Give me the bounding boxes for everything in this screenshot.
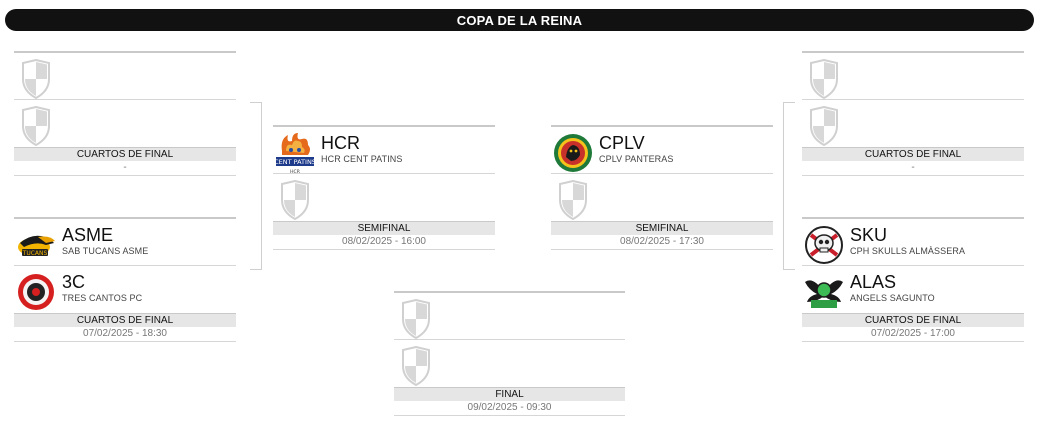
team-abbr: ALAS [850, 272, 897, 292]
match-stage-label: FINAL [394, 387, 625, 401]
team-name: CPH SKULLS ALMÀSSERA [850, 246, 966, 256]
team-slot[interactable]: ALAS ANGELS SAGUNTO [802, 265, 1024, 313]
match-date: 07/02/2025 - 17:00 [802, 327, 1024, 342]
placeholder-shield-icon [802, 57, 846, 101]
placeholder-shield-icon [14, 104, 58, 148]
tournament-title-bar: COPA DE LA REINA [5, 9, 1034, 31]
team-slot[interactable] [394, 291, 625, 339]
team-abbr: ASME [62, 225, 114, 245]
team-slot[interactable] [14, 99, 236, 147]
team-abbr: HCR [321, 133, 360, 153]
angels-logo-icon [802, 270, 846, 314]
placeholder-shield-icon [394, 344, 438, 388]
match-stage-label: CUARTOS DE FINAL [802, 313, 1024, 327]
team-name: SAB TUCANS ASME [62, 246, 149, 256]
team-name: HCR CENT PATINS [321, 154, 403, 164]
match-stage-label: CUARTOS DE FINAL [802, 147, 1024, 161]
team-slot[interactable] [802, 51, 1024, 99]
team-abbr: SKU [850, 225, 888, 245]
match-stage-label: SEMIFINAL [551, 221, 773, 235]
svg-text:TUCANS: TUCANS [22, 250, 48, 257]
tucans-logo-icon: TUCANS [14, 223, 58, 267]
team-name: ANGELS SAGUNTO [850, 293, 935, 303]
team-slot[interactable] [551, 173, 773, 221]
svg-text:CENT PATINS: CENT PATINS [274, 158, 316, 166]
match-date: 08/02/2025 - 17:30 [551, 235, 773, 250]
placeholder-shield-icon [14, 57, 58, 101]
match-right-qf-bottom[interactable]: SKU CPH SKULLS ALMÀSSERA ALAS ANGELS SAG… [802, 217, 1024, 342]
match-date: 08/02/2025 - 16:00 [273, 235, 495, 250]
team-slot[interactable]: CENT PATINS HCR HCR HCR CENT PATINS [273, 125, 495, 175]
match-semifinal-left[interactable]: CENT PATINS HCR HCR HCR CENT PATINS SEMI… [273, 125, 495, 250]
team-slot[interactable] [273, 173, 495, 221]
team-name: CPLV PANTERAS [599, 154, 674, 164]
team-slot[interactable] [14, 51, 236, 99]
match-left-qf-top[interactable]: CUARTOS DE FINAL - [14, 51, 236, 176]
match-date: - [802, 161, 1024, 176]
team-slot[interactable]: 3C TRES CANTOS PC [14, 265, 236, 313]
skulls-logo-icon [802, 223, 846, 267]
cent-patins-logo-icon: CENT PATINS HCR [273, 131, 317, 175]
cplv-logo-icon [551, 131, 595, 175]
team-slot[interactable]: SKU CPH SKULLS ALMÀSSERA [802, 217, 1024, 265]
team-slot[interactable]: TUCANS ASME SAB TUCANS ASME [14, 217, 236, 265]
team-abbr: CPLV [599, 133, 645, 153]
match-right-qf-top[interactable]: CUARTOS DE FINAL - [802, 51, 1024, 176]
placeholder-shield-icon [551, 178, 595, 222]
match-left-qf-bottom[interactable]: TUCANS ASME SAB TUCANS ASME 3C TRES CANT… [14, 217, 236, 342]
match-stage-label: SEMIFINAL [273, 221, 495, 235]
match-stage-label: CUARTOS DE FINAL [14, 313, 236, 327]
match-date: 07/02/2025 - 18:30 [14, 327, 236, 342]
team-name: TRES CANTOS PC [62, 293, 143, 303]
team-slot[interactable] [802, 99, 1024, 147]
team-slot[interactable] [394, 339, 625, 387]
match-final[interactable]: FINAL 09/02/2025 - 09:30 [394, 291, 625, 416]
bracket-connector-left [250, 102, 262, 270]
tres-cantos-logo-icon [14, 270, 58, 314]
match-semifinal-right[interactable]: CPLV CPLV PANTERAS SEMIFINAL 08/02/2025 … [551, 125, 773, 250]
placeholder-shield-icon [802, 104, 846, 148]
svg-text:HCR: HCR [290, 169, 300, 175]
placeholder-shield-icon [394, 297, 438, 341]
team-slot[interactable]: CPLV CPLV PANTERAS [551, 125, 773, 173]
bracket-connector-right [783, 102, 795, 270]
match-date: 09/02/2025 - 09:30 [394, 401, 625, 416]
match-stage-label: CUARTOS DE FINAL [14, 147, 236, 161]
team-abbr: 3C [62, 272, 86, 292]
placeholder-shield-icon [273, 178, 317, 222]
tournament-title: COPA DE LA REINA [456, 12, 583, 28]
match-date: - [14, 161, 236, 176]
